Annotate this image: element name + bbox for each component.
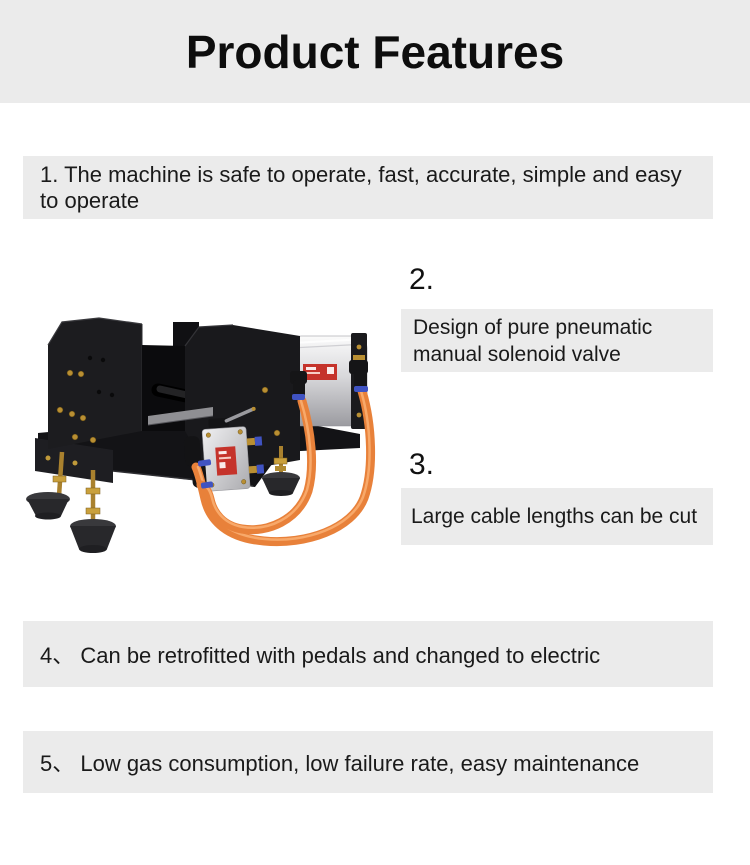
- valve-lever: [224, 407, 256, 423]
- leg-right: [262, 446, 300, 496]
- feature-2-box: Design of pure pneumatic manual solenoid…: [401, 309, 713, 372]
- feature-2-text: Design of pure pneumatic manual solenoid…: [413, 315, 653, 366]
- bracket-screw: [45, 455, 51, 461]
- feature-3-text: Large cable lengths can be cut: [411, 505, 698, 528]
- machine-photo: [26, 317, 376, 553]
- feature-3-number: 3.: [409, 448, 435, 481]
- suction-foot: [27, 499, 69, 516]
- cylinder-fitting-left: [290, 371, 307, 397]
- cutting-slot: [142, 345, 198, 431]
- page-title: Product Features: [185, 25, 565, 78]
- air-tubes: [191, 386, 376, 547]
- feature-5-box: 5、 Low gas consumption, low failure rate…: [23, 731, 713, 793]
- cylinder-fitting-right: [349, 355, 368, 389]
- valve-elbow-fitting: [183, 436, 202, 467]
- leg-front-left: [26, 451, 70, 520]
- feature-2-number: 2.: [409, 263, 435, 296]
- valve-label: [215, 446, 238, 476]
- fitting-blue-rings: [197, 386, 368, 489]
- bracket-screw: [72, 460, 78, 466]
- feature-4-text: 4、 Can be retrofitted with pedals and ch…: [40, 643, 601, 668]
- feature-1-box: 1. The machine is safe to operate, fast,…: [23, 156, 713, 219]
- feature-5-text: 5、 Low gas consumption, low failure rate…: [40, 751, 640, 776]
- feature-3-box: Large cable lengths can be cut: [401, 488, 713, 545]
- blade-bar: [148, 407, 213, 425]
- suction-foot: [70, 526, 116, 549]
- leg-mid-left: [70, 470, 116, 553]
- feature-4-box: 4、 Can be retrofitted with pedals and ch…: [23, 621, 713, 687]
- header-band: Product Features: [0, 0, 750, 103]
- panel-screws: [56, 369, 97, 444]
- machine-left-tower: [47, 317, 143, 449]
- feature-1-text: 1. The machine is safe to operate, fast,…: [40, 161, 682, 213]
- suction-foot: [262, 478, 300, 493]
